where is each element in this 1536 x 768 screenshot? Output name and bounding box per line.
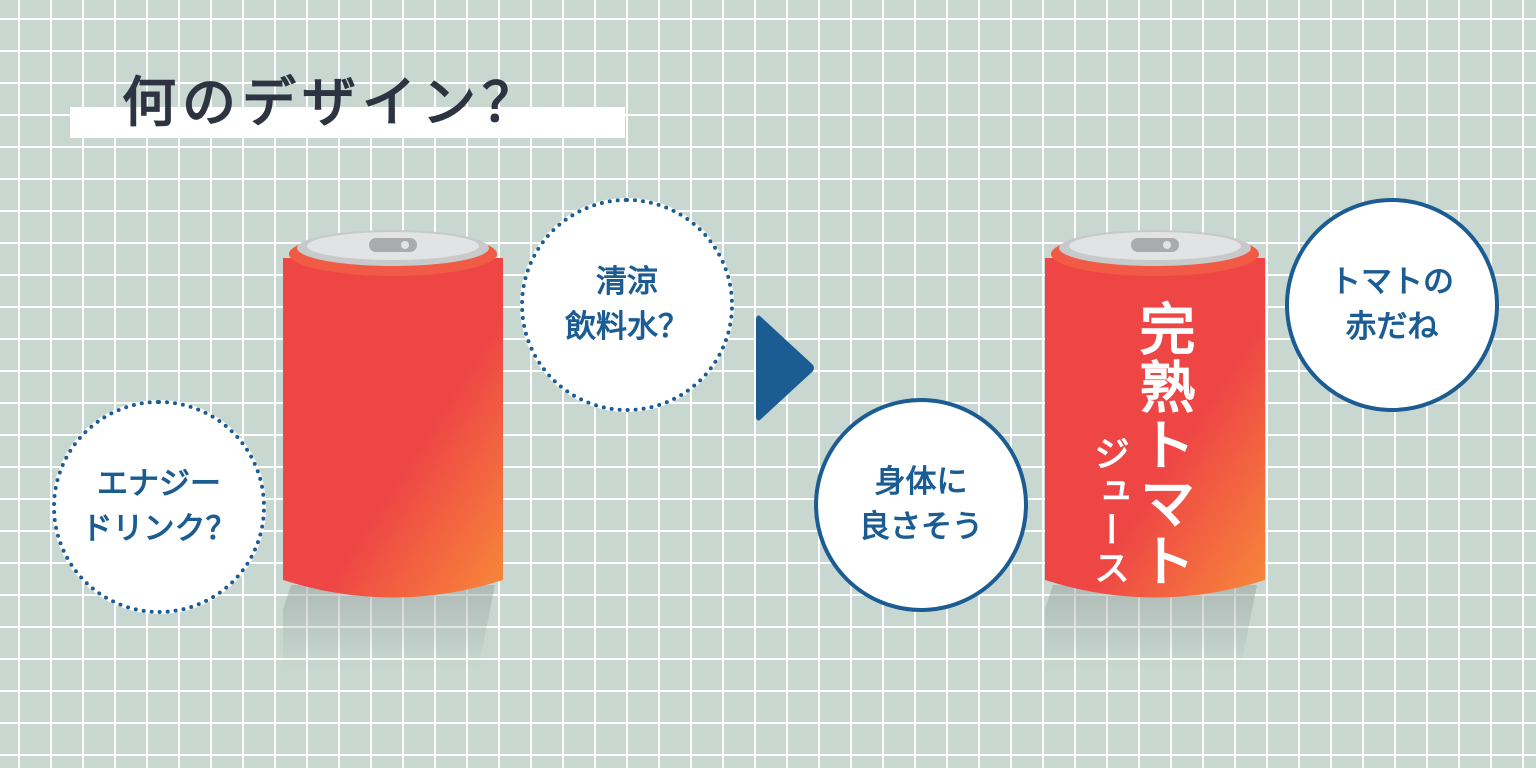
bubble-tomato-red: トマトの 赤だね	[1285, 198, 1499, 412]
bubble-text-line: 飲料水？	[565, 309, 689, 345]
bubble-text-line: 身体に	[874, 464, 968, 501]
tomato-juice-can: 完熟トマト ジュース	[1045, 220, 1265, 670]
bubble-text-line: ドリンク？	[81, 511, 237, 547]
bubble-soft-drink: 清涼 飲料水？	[520, 198, 734, 412]
bubble-text-line: エナジー	[97, 466, 221, 503]
bubble-text-line: 清涼	[596, 264, 658, 301]
title-underline-band	[70, 107, 625, 138]
bubble-energy-drink: エナジー ドリンク？	[52, 400, 266, 614]
bubble-text-line: 赤だね	[1345, 309, 1439, 345]
page-title: 何のデザイン？	[122, 70, 542, 134]
plain-can	[283, 220, 503, 670]
triangle-right-arrow-icon	[756, 315, 814, 421]
can-label-sub: ジュース	[1088, 435, 1130, 587]
pull-tab-icon	[1131, 238, 1179, 252]
can-label-main: 完熟トマト	[1130, 300, 1196, 590]
bubble-text-line: 良さそう	[859, 509, 983, 545]
bubble-healthy: 身体に 良さそう	[814, 398, 1028, 612]
bubble-text-line: トマトの	[1330, 264, 1454, 301]
pull-tab-icon	[369, 238, 417, 252]
